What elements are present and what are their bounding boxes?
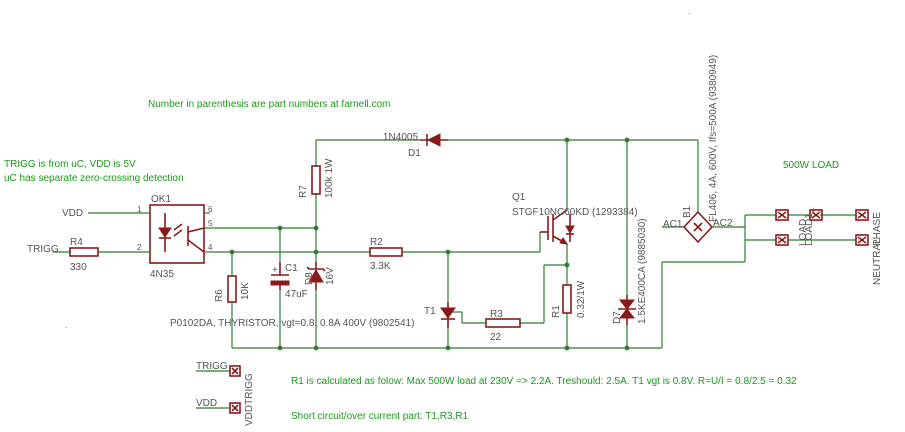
q1-value: STGF10NC60KD (1293384) [512, 207, 638, 218]
neutral-label: NEUTRAL [872, 238, 883, 285]
ok1-pin6: 6 [208, 205, 213, 214]
trigg-net-label: TRIGG [27, 244, 59, 255]
tvs-d7: D7 1.5KE400CA (9885030) [612, 218, 648, 325]
b1-ac2: AC2 [713, 218, 733, 229]
note-farnell: Number in parenthesis are part numbers a… [148, 99, 390, 110]
d1-ref: D1 [408, 148, 421, 159]
zener-d8: D8 16V [304, 262, 336, 290]
r3-value: 22 [490, 332, 502, 343]
r4-ref: R4 [70, 237, 83, 248]
igbt-q1: Q1 STGF10NC60KD (1293384) [512, 192, 638, 245]
resistor-r4: R4 330 [69, 237, 99, 273]
r6-value: 10K [240, 282, 251, 300]
r2-ref: R2 [370, 237, 383, 248]
load-label: LOAD [798, 219, 809, 246]
b1-value: FL406, 4A, 600V, Ifs=500A (9380949) [708, 55, 719, 222]
r7-value: 100k 1W [324, 158, 335, 198]
d7-value: 1.5KE400CA (9885030) [637, 218, 648, 324]
resistor-r2: R2 3.3K [369, 237, 403, 272]
d1-value: 1N4005 [383, 132, 418, 143]
r3-ref: R3 [490, 309, 503, 320]
r2-value: 3.3K [370, 261, 391, 272]
vdd-net-label: VDD [62, 208, 83, 219]
corner-mark: . [65, 321, 67, 330]
note-r1-calc: R1 is calculated as folow: Max 500W load… [291, 376, 797, 387]
d7-ref: D7 [612, 311, 623, 324]
ok1-pin2: 2 [137, 243, 142, 252]
ok1-pin4: 4 [208, 243, 213, 252]
corner-mark: . [688, 7, 690, 16]
note-load: 500W LOAD [783, 160, 839, 171]
c1-plus: + [272, 265, 278, 276]
ok1-pin1: 1 [137, 205, 142, 214]
r1-value: 0.32/1W [576, 280, 587, 318]
resistor-r3: R3 22 [485, 309, 521, 343]
resistor-r1: R1 0.32/1W [551, 280, 587, 318]
connectors-input: TRIGG VDD VDDTRIGG [196, 361, 255, 426]
resistor-r6: R6 10K [214, 275, 251, 303]
d8-value: 16V [325, 267, 336, 285]
r4-value: 330 [70, 262, 87, 273]
t1-value: P0102DA, THYRISTOR, vgt=0.8, 0.8A 400V (… [170, 318, 415, 329]
phase-label: PHASE [872, 212, 883, 246]
note-short-circuit: Short circuit/over current part: T1,R3,R… [291, 411, 469, 422]
ok1-ref: OK1 [151, 194, 171, 205]
connectors-load: LOAD LOAD1_ PHASE NEUTRAL [775, 207, 883, 285]
note-trigg-line1: TRIGG is from uC, VDD is 5V [4, 159, 136, 170]
r7-ref: R7 [298, 185, 309, 198]
c1-ref: C1 [285, 263, 298, 274]
diode-d1: 1N4005 D1 [383, 132, 448, 159]
capacitor-c1: + C1 47uF [270, 262, 308, 300]
ok1-value: 4N35 [150, 269, 174, 280]
q1-ref: Q1 [512, 192, 526, 203]
thyristor-t1: T1 P0102DA, THYRISTOR, vgt=0.8, 0.8A 400… [170, 302, 456, 329]
c1-value: 47uF [285, 289, 308, 300]
r1-ref: R1 [551, 305, 562, 318]
b1-ref: B1 [682, 205, 693, 218]
load1-label: LOAD1_ [804, 207, 815, 246]
conn-trigg-label: TRIGG [196, 361, 228, 372]
t1-ref: T1 [424, 306, 436, 317]
conn-vddtrigg-label: VDDTRIGG [244, 373, 255, 426]
b1-ac1: AC1 [663, 219, 683, 230]
optocoupler-ok1: OK1 4N35 1 2 6 5 4 [133, 194, 213, 280]
d8-ref: D8 [304, 272, 315, 285]
junctions [229, 137, 630, 351]
note-trigg-line2: uC has separate zero-crossing detection [4, 173, 184, 184]
ok1-pin5: 5 [208, 219, 213, 228]
conn-vdd-label: VDD [196, 398, 217, 409]
resistor-r7: R7 100k 1W [298, 158, 335, 198]
bridge-b1: B1 FL406, 4A, 600V, Ifs=500A (9380949) A… [663, 55, 733, 244]
r6-ref: R6 [214, 289, 225, 302]
